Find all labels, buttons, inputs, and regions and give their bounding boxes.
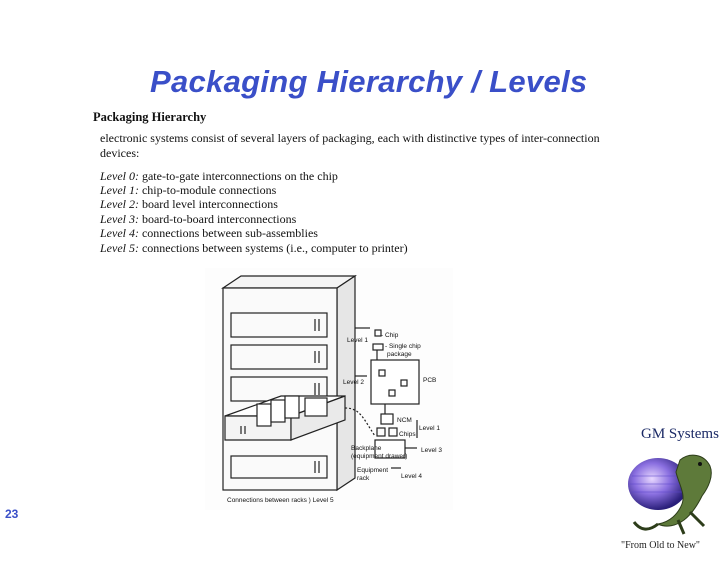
- slide-title: Packaging Hierarchy / Levels: [150, 64, 588, 99]
- fig-label-package: package: [387, 351, 412, 358]
- packaging-hierarchy-figure: - Chip - Single chip package Level 1 Lev…: [205, 268, 453, 510]
- level-2-item: Level 2: board level interconnections: [100, 197, 278, 211]
- fig-label-rack: rack: [357, 475, 370, 482]
- fig-label-level1-top: Level 1: [347, 337, 368, 344]
- fig-label-backplane: Backplane: [351, 445, 382, 452]
- intro-text: electronic systems consist of several la…: [100, 131, 600, 160]
- logo-tagline: "From Old to New": [621, 540, 700, 551]
- fig-label-ncm: NCM: [397, 417, 412, 424]
- fig-label-level3: Level 3: [421, 447, 442, 454]
- level-4-item: Level 4: connections between sub-assembl…: [100, 226, 318, 240]
- level-1-item: Level 1: chip-to-module connections: [100, 183, 277, 197]
- level-3-item: Level 3: board-to-board interconnections: [100, 212, 297, 226]
- gm-systems-logo: [628, 454, 712, 535]
- fig-label-level2: Level 2: [343, 379, 364, 386]
- fig-label-level1-right: Level 1: [419, 425, 440, 432]
- fig-label-chip: - Chip: [381, 332, 399, 339]
- fig-label-level4: Level 4: [401, 473, 422, 480]
- section-heading: Packaging Hierarchy: [93, 110, 207, 124]
- fig-label-chips: Chips: [399, 431, 416, 438]
- fig-label-pcb: PCB: [423, 377, 436, 384]
- fig-label-equipment-drawer: (equipment drawer): [351, 453, 407, 460]
- level-5-item: Level 5: connections between systems (i.…: [100, 241, 408, 255]
- fig-label-single-chip: - Single chip: [385, 343, 421, 350]
- fig-label-equipment: Equipment: [357, 467, 388, 474]
- logo-name: GM Systems: [641, 426, 719, 442]
- fig-label-connections-between-racks: Connections between racks ) Level 5: [227, 497, 334, 504]
- level-0-item: Level 0: gate-to-gate interconnections o…: [100, 169, 338, 183]
- page-number: 23: [5, 507, 19, 521]
